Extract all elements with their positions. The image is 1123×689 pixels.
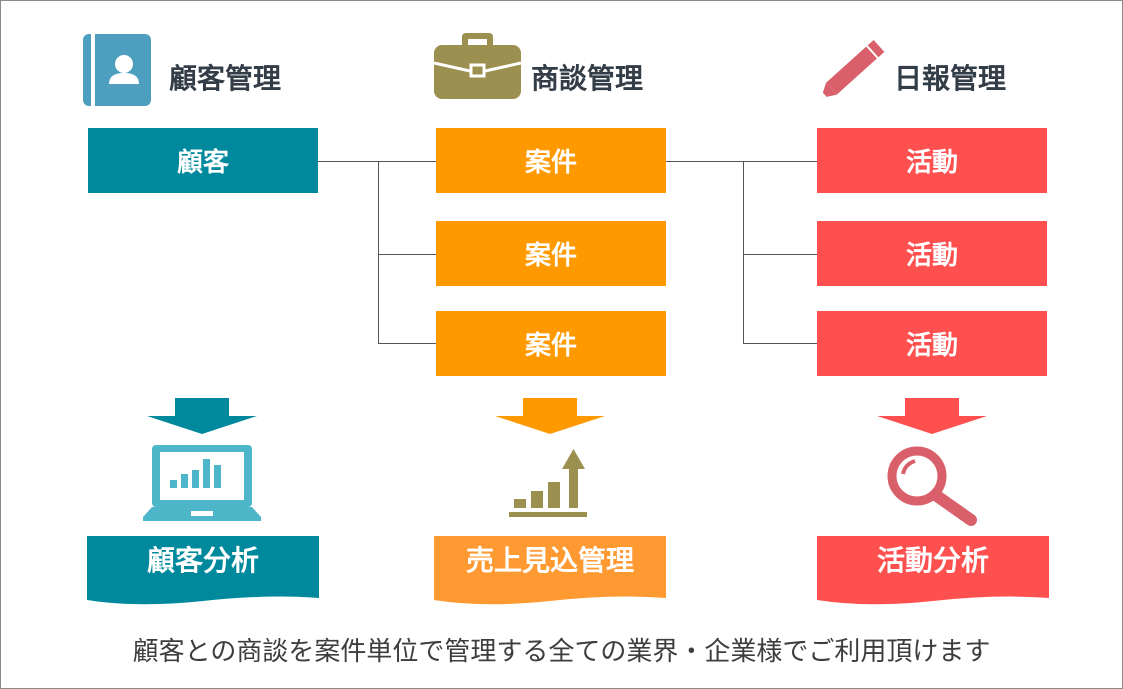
deal-box: 案件 — [436, 128, 666, 193]
connector — [666, 161, 817, 162]
activity-box: 活動 — [817, 221, 1047, 286]
connector — [743, 254, 817, 255]
footer-caption: 顧客との商談を案件単位で管理する全ての業界・企業様でご利用頂けます — [132, 637, 991, 667]
magnifier-icon — [887, 446, 977, 526]
deal-box: 案件 — [436, 311, 666, 376]
deal-box: 案件 — [436, 221, 666, 286]
header-customer-mgmt: 顧客管理 — [169, 62, 282, 95]
arrow-down-icon — [147, 398, 257, 434]
activity-box: 活動 — [817, 128, 1047, 193]
activity-analysis-label: 活動分析 — [876, 544, 989, 577]
connector — [378, 254, 436, 255]
customer-analysis-banner: 顧客分析 — [87, 536, 319, 606]
activity-analysis-banner: 活動分析 — [817, 536, 1049, 606]
arrow-down-icon — [495, 398, 605, 434]
sales-forecast-label: 売上見込管理 — [465, 544, 634, 577]
connector — [743, 343, 817, 344]
arrow-down-icon — [877, 398, 987, 434]
sales-forecast-banner: 売上見込管理 — [434, 536, 666, 606]
connector — [378, 161, 379, 344]
connector — [378, 343, 436, 344]
growth-chart-icon — [509, 449, 587, 517]
activity-box: 活動 — [817, 311, 1047, 376]
customer-box: 顧客 — [88, 128, 318, 193]
address-book-icon — [83, 34, 151, 106]
pencil-icon — [821, 39, 885, 99]
customer-analysis-label: 顧客分析 — [146, 544, 259, 577]
laptop-chart-icon — [143, 445, 261, 521]
briefcase-icon — [434, 33, 521, 99]
connector — [318, 161, 436, 162]
header-daily-report-mgmt: 日報管理 — [894, 62, 1007, 95]
connector — [743, 161, 744, 344]
header-deal-mgmt: 商談管理 — [531, 62, 644, 95]
